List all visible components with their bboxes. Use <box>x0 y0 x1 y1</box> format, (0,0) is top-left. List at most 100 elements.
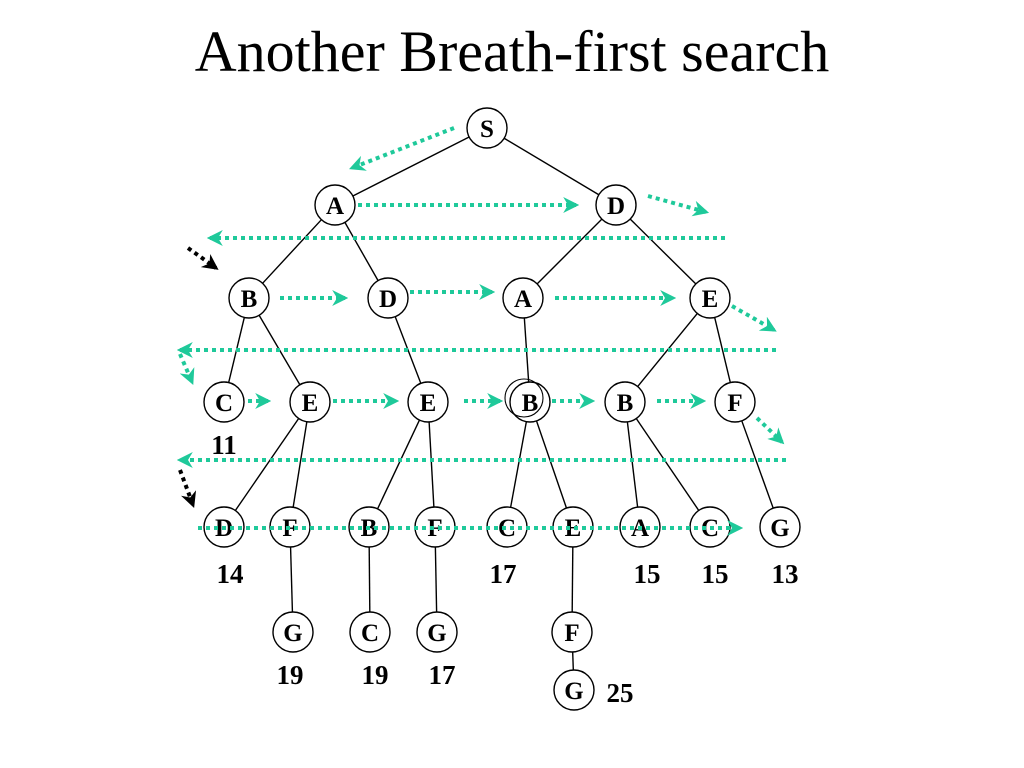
tree-edge-S-D1 <box>503 137 600 196</box>
tree-node-E2: E <box>689 277 731 319</box>
node-circle <box>502 277 544 319</box>
cost-label-D4: 14 <box>217 559 244 589</box>
cost-label-G6: 25 <box>607 678 634 708</box>
tree-node-D1: D <box>595 184 637 226</box>
tree-edge-F5-G6 <box>571 651 575 671</box>
tree-edge-E3a-D4 <box>234 418 300 511</box>
node-label: F <box>564 620 579 647</box>
tree-edge-E3a-F4a <box>292 421 308 508</box>
bfs-arrow-E-onward <box>731 304 777 332</box>
node-label: E <box>702 286 719 313</box>
node-circle <box>551 611 593 653</box>
tree-edge-A1-D2 <box>344 222 379 281</box>
node-label: E <box>420 390 437 417</box>
node-circle <box>407 381 449 423</box>
tree-edge-B3a-E4 <box>535 420 568 509</box>
node-label: E <box>302 390 319 417</box>
tree-node-F3: F <box>714 381 756 423</box>
cost-label-G5a: 19 <box>277 660 304 690</box>
node-circle <box>714 381 756 423</box>
slide-title: Another Breath-first search <box>194 19 830 84</box>
node-label: G <box>427 620 446 647</box>
node-circle <box>228 277 270 319</box>
node-label: F <box>427 515 442 542</box>
tree-node-G5b: G <box>416 611 458 653</box>
tree-nodes: SADBDAECEEBBFDFBFCEACGGCGFG <box>203 107 801 711</box>
node-circle-double <box>504 378 544 418</box>
node-circle <box>466 107 508 149</box>
tree-edge-E2-F3 <box>713 317 732 383</box>
cost-label-G5b: 17 <box>429 660 456 690</box>
tree-node-G6: G <box>553 669 595 711</box>
tree-node-G5a: G <box>272 611 314 653</box>
node-circle <box>604 381 646 423</box>
node-label: D <box>379 286 397 313</box>
cost-label-C4b: 15 <box>702 559 729 589</box>
cost-label-G4: 13 <box>772 559 799 589</box>
tree-edge-E3b-F4b <box>428 421 435 508</box>
node-label: S <box>480 116 494 143</box>
tree-edge-D1-E2 <box>629 218 697 285</box>
tree-node-C3: C <box>203 381 245 423</box>
bfs-arrow-row-3-drop <box>178 353 195 385</box>
tree-node-F5: F <box>551 611 593 653</box>
tree-node-B2: B <box>228 277 270 319</box>
node-circle <box>272 611 314 653</box>
node-label: C <box>498 515 516 542</box>
tree-node-A2: A <box>502 277 544 319</box>
tree-node-D2: D <box>367 277 409 319</box>
tree-edge-B4-C5 <box>368 546 371 613</box>
node-label: G <box>283 620 302 647</box>
node-circle <box>349 611 391 653</box>
node-label: F <box>727 390 742 417</box>
tree-edge-E4-F5 <box>571 546 574 613</box>
node-label: A <box>326 193 344 220</box>
tree-node-A1: A <box>314 184 356 226</box>
node-label: B <box>617 390 634 417</box>
node-label: B <box>522 390 539 417</box>
tree-node-E3b: E <box>407 381 449 423</box>
tree-edge-B3a-C4a <box>509 421 528 508</box>
node-circle <box>416 611 458 653</box>
bfs-arrow-D-onward <box>647 194 710 217</box>
bfs-arrow-F-onward <box>755 416 785 445</box>
tree-edge-F4b-G5b <box>434 546 438 613</box>
node-label: D <box>607 193 625 220</box>
cost-label-A4: 15 <box>634 559 661 589</box>
node-circle <box>367 277 409 319</box>
node-label: E <box>565 515 582 542</box>
tree-node-S: S <box>466 107 508 149</box>
node-label: B <box>241 286 258 313</box>
tree-edge-D1-A2 <box>536 218 603 285</box>
bfs-arrow-S-to-A <box>349 126 455 171</box>
node-label: A <box>514 286 532 313</box>
node-label: C <box>215 390 233 417</box>
node-circle <box>595 184 637 226</box>
tree-node-F4b: F <box>414 506 456 548</box>
cost-label-C3: 11 <box>211 430 237 460</box>
tree-edge-B3b-A4 <box>626 421 639 508</box>
tree-edge-B3b-C4b <box>635 418 700 511</box>
bfs-order-arrows <box>176 126 786 536</box>
node-label: G <box>564 678 583 705</box>
bfs-arrow-black-row-5 <box>178 469 197 508</box>
node-circle <box>203 381 245 423</box>
tree-edge-E3b-B4 <box>376 419 421 510</box>
node-circle <box>314 184 356 226</box>
node-label: C <box>361 620 379 647</box>
node-label: G <box>770 515 789 542</box>
tree-edge-E2-B3b <box>637 313 698 387</box>
tree-node-B3b: B <box>604 381 646 423</box>
node-circle <box>509 381 551 423</box>
tree-node-B3a: B <box>504 378 551 423</box>
node-circle <box>289 381 331 423</box>
tree-edge-S-A1 <box>352 136 470 197</box>
cost-label-C4a: 17 <box>490 559 517 589</box>
tree-node-E3a: E <box>289 381 331 423</box>
node-circle <box>689 277 731 319</box>
tree-edge-A1-B2 <box>262 219 322 284</box>
tree-node-C5: C <box>349 611 391 653</box>
bfs-arrow-black-row-3 <box>186 246 219 270</box>
